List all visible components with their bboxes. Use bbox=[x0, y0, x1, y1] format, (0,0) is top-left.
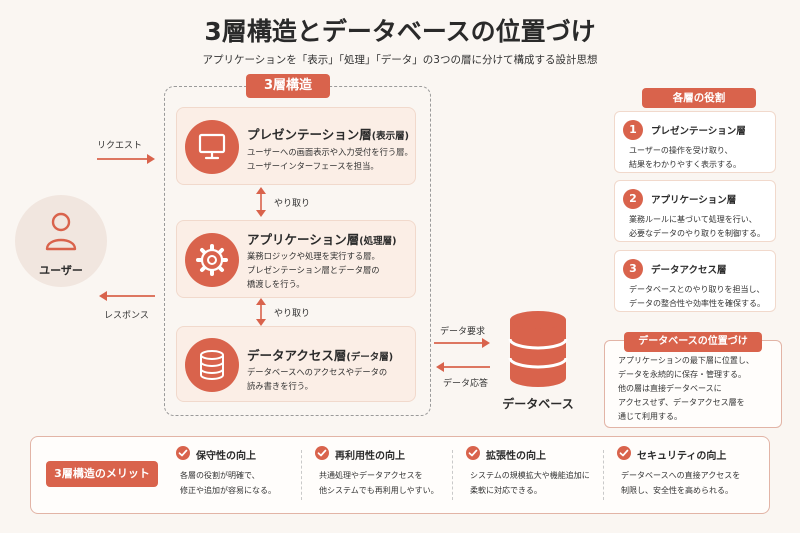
check-circle-icon bbox=[176, 446, 190, 460]
gear-icon bbox=[185, 233, 239, 287]
application-layer-desc: 業務ロジックや処理を実行する層。プレゼンテーション層とデータ層の橋渡しを行う。 bbox=[247, 251, 380, 289]
response-arrow-icon bbox=[99, 291, 155, 301]
data-request-arrow-icon bbox=[434, 338, 490, 348]
user-circle bbox=[15, 195, 107, 287]
request-arrow-icon bbox=[97, 154, 155, 164]
merit-desc: データベースへの直接アクセスを制限し、安全性を高められる。 bbox=[621, 471, 741, 495]
merit-desc: 各層の役割が明確で、修正や追加が容易になる。 bbox=[180, 471, 276, 495]
merit-divider bbox=[301, 450, 302, 500]
response-label: レスポンス bbox=[104, 311, 149, 321]
role-number-badge: 1 bbox=[623, 120, 643, 140]
role-title: アプリケーション層 bbox=[651, 195, 737, 206]
double-arrow-icon bbox=[256, 298, 266, 326]
check-circle-icon bbox=[315, 446, 329, 460]
merit-title: セキュリティの向上 bbox=[637, 451, 727, 462]
request-label: リクエスト bbox=[97, 141, 143, 151]
check-circle-icon bbox=[617, 446, 631, 460]
role-card-presentation: 1 プレゼンテーション層 ユーザーの操作を受け取り、結果をわかりやすく表示する。 bbox=[614, 111, 776, 173]
exchange-label: やり取り bbox=[274, 199, 311, 209]
presentation-layer-desc: ユーザーへの画面表示や入力受付を行う層。ユーザーインターフェースを担当。 bbox=[247, 147, 413, 171]
presentation-layer-title: プレゼンテーション層(表示層) bbox=[247, 127, 409, 142]
database-icon bbox=[508, 311, 568, 387]
application-layer-title: アプリケーション層(処理層) bbox=[247, 232, 397, 247]
double-arrow-icon bbox=[256, 187, 266, 217]
data-access-layer-card: データアクセス層(データ層) データベースへのアクセスやデータの読み書きを行う。 bbox=[176, 326, 416, 402]
data-response-arrow-icon bbox=[436, 362, 490, 372]
user-icon bbox=[45, 212, 77, 251]
page-subtitle: アプリケーションを「表示」「処理」「データ」の3つの層に分けて構成する設計思想 bbox=[202, 54, 598, 66]
roles-header: 各層の役割 bbox=[642, 88, 756, 108]
merits-header: 3層構造のメリット bbox=[46, 461, 158, 487]
merit-desc: 共通処理やデータアクセスを他システムでも再利用しやすい。 bbox=[319, 471, 439, 495]
db-position-desc: アプリケーションの最下層に位置し、 データを永続的に保存・管理する。 他の層は直… bbox=[618, 356, 754, 421]
role-desc: ユーザーの操作を受け取り、結果をわかりやすく表示する。 bbox=[629, 146, 741, 169]
three-tier-tag: 3層構造 bbox=[246, 74, 330, 98]
role-card-data-access: 3 データアクセス層 データベースとのやり取りを担当し、データの整合性や効率性を… bbox=[614, 250, 776, 312]
role-desc: データベースとのやり取りを担当し、データの整合性や効率性を確保する。 bbox=[629, 285, 765, 308]
presentation-layer-card: プレゼンテーション層(表示層) ユーザーへの画面表示や入力受付を行う層。ユーザー… bbox=[176, 107, 416, 185]
monitor-icon bbox=[185, 120, 239, 174]
page-title: 3層構造とデータベースの位置づけ bbox=[204, 17, 596, 46]
data-access-layer-desc: データベースへのアクセスやデータの読み書きを行う。 bbox=[247, 367, 388, 391]
data-access-layer-title: データアクセス層(データ層) bbox=[247, 348, 394, 363]
merit-title: 保守性の向上 bbox=[196, 451, 256, 462]
role-desc: 業務ルールに基づいて処理を行い、必要なデータのやり取りを制御する。 bbox=[629, 215, 765, 238]
merit-title: 再利用性の向上 bbox=[335, 451, 405, 462]
database-label: データベース bbox=[502, 397, 574, 411]
merit-desc: システムの規模拡大や機能追加に柔軟に対応できる。 bbox=[470, 471, 590, 495]
merit-title: 拡張性の向上 bbox=[486, 451, 546, 462]
user-label: ユーザー bbox=[39, 264, 83, 277]
data-response-label: データ応答 bbox=[443, 379, 489, 389]
application-layer-card: アプリケーション層(処理層) 業務ロジックや処理を実行する層。プレゼンテーション… bbox=[176, 220, 416, 298]
data-request-label: データ要求 bbox=[440, 327, 486, 337]
merit-divider bbox=[603, 450, 604, 500]
check-circle-icon bbox=[466, 446, 480, 460]
database-icon bbox=[185, 338, 239, 392]
role-card-application: 2 アプリケーション層 業務ルールに基づいて処理を行い、必要なデータのやり取りを… bbox=[614, 180, 776, 242]
role-number-badge: 2 bbox=[623, 189, 643, 209]
merit-divider bbox=[452, 450, 453, 500]
role-number-badge: 3 bbox=[623, 259, 643, 279]
role-title: データアクセス層 bbox=[651, 265, 727, 276]
db-position-header: データベースの位置づけ bbox=[624, 332, 762, 352]
role-title: プレゼンテーション層 bbox=[651, 126, 746, 137]
exchange-label: やり取り bbox=[274, 309, 311, 319]
